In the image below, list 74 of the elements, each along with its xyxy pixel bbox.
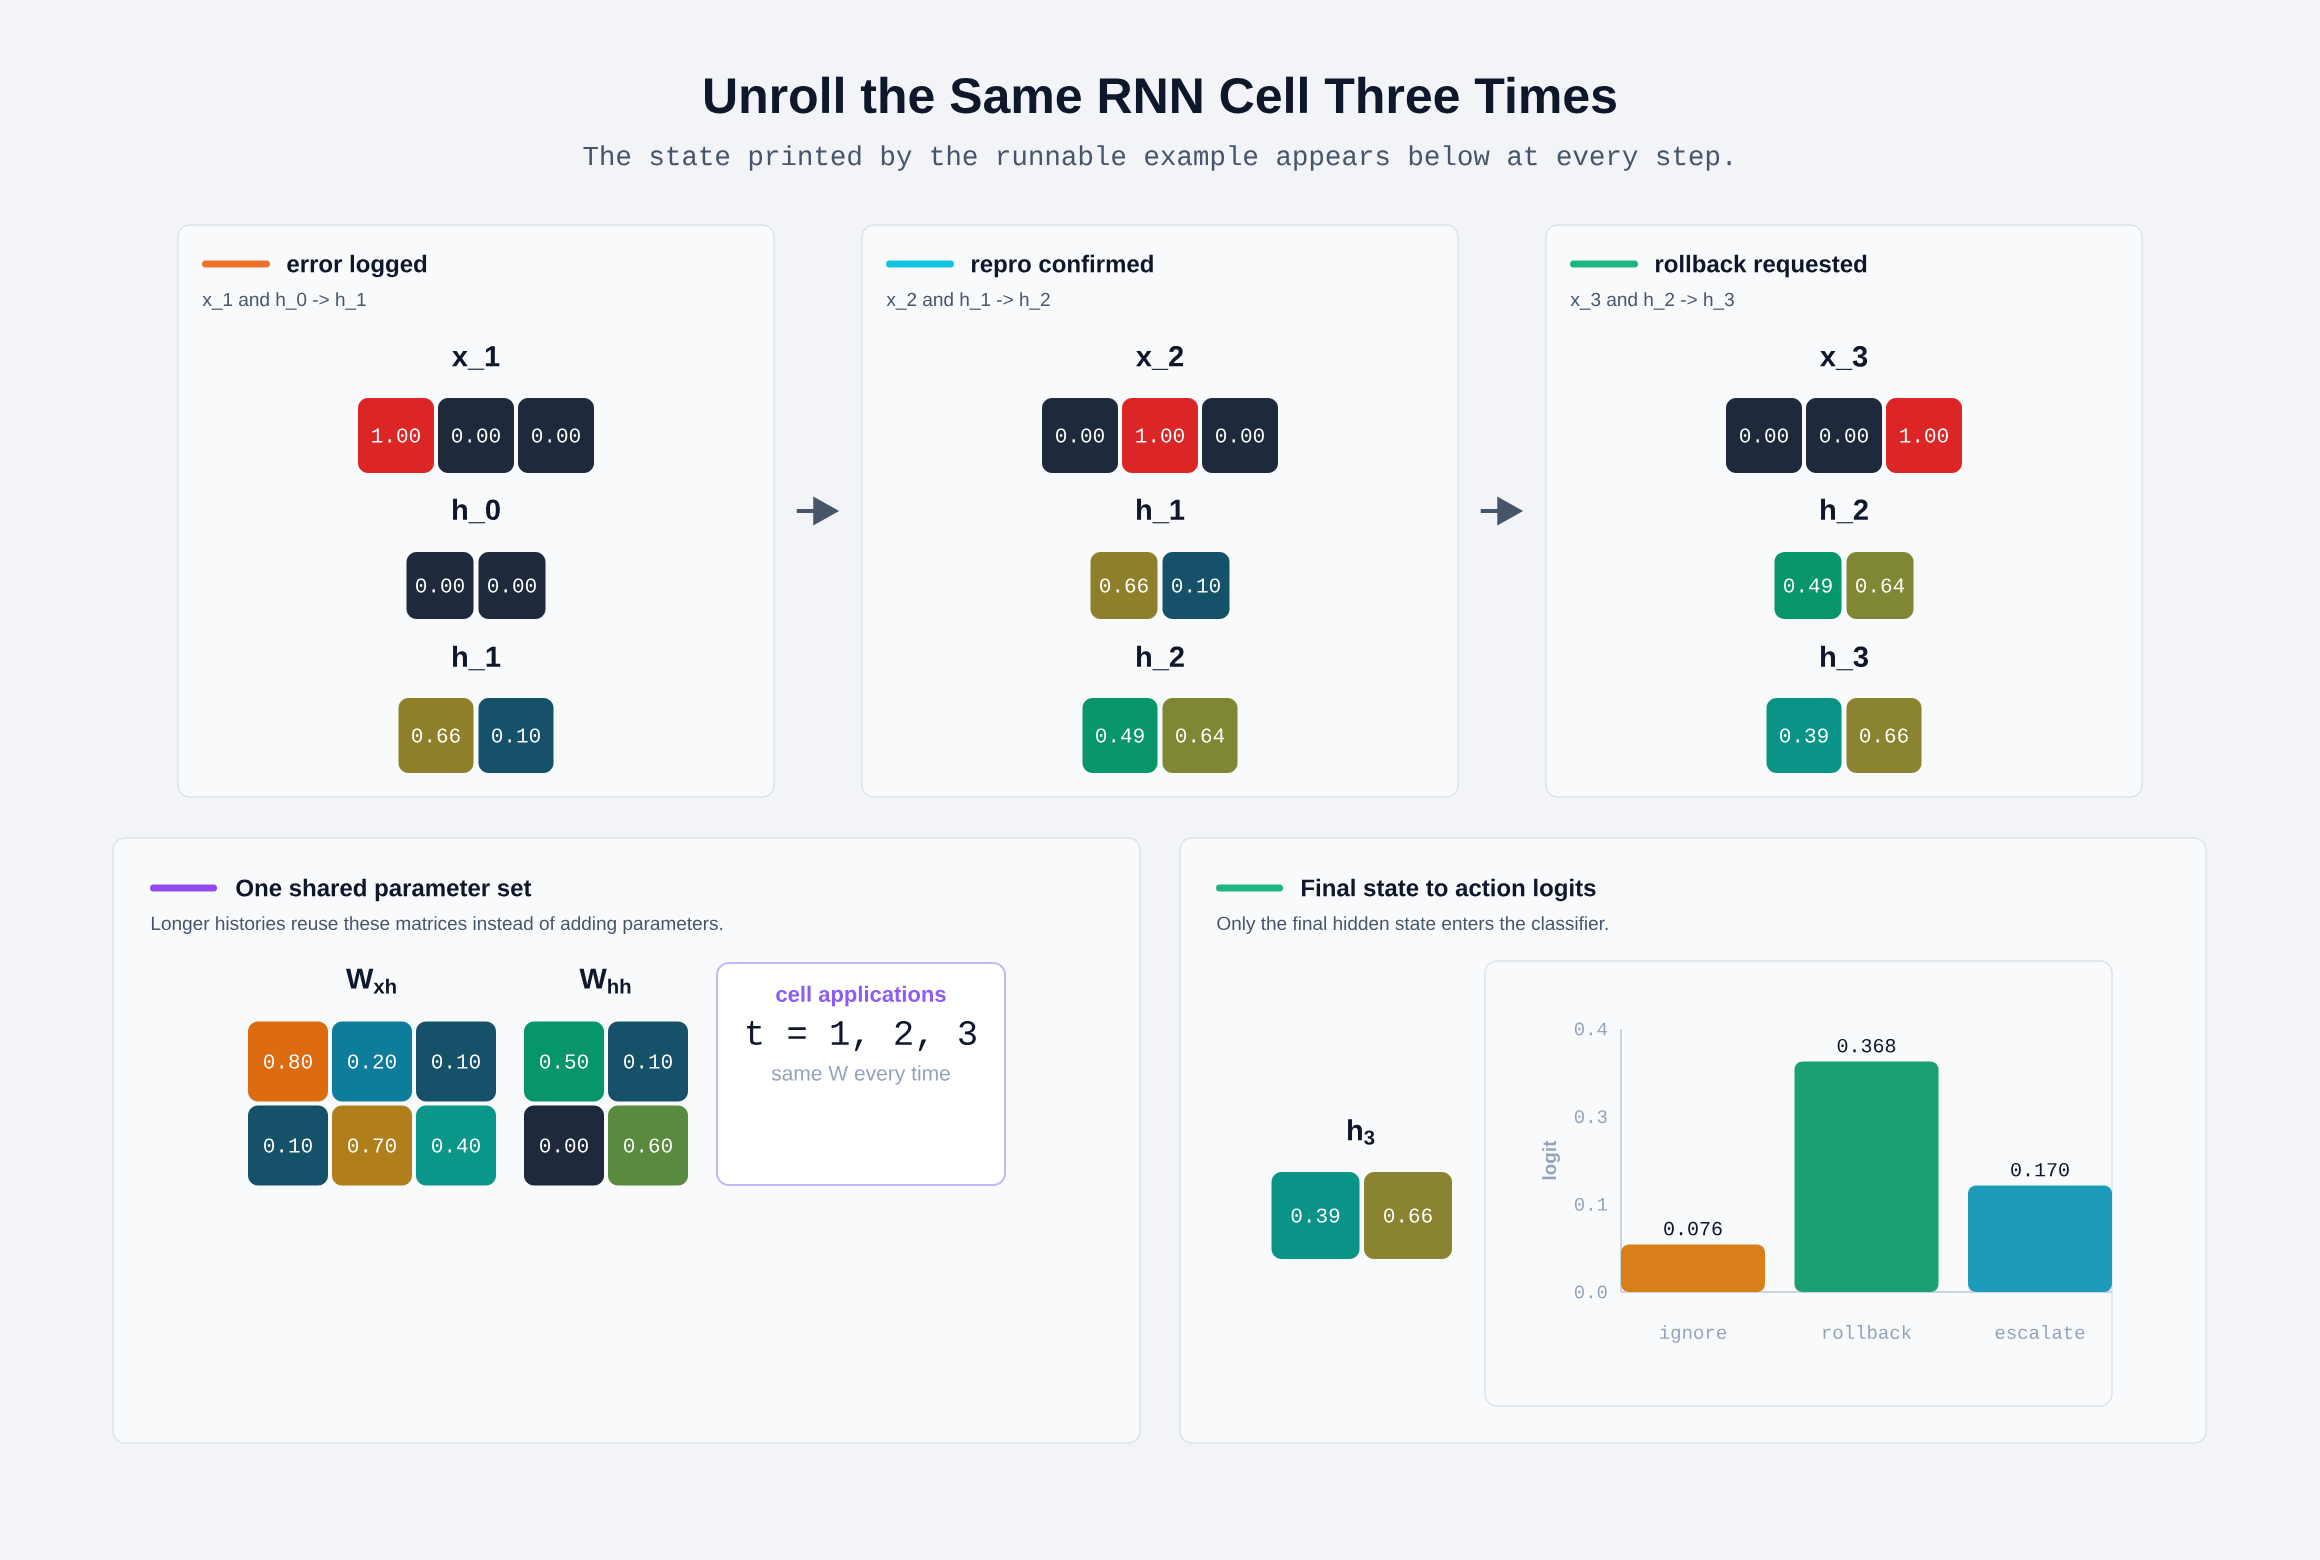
panel-heading: One shared parameter set	[236, 878, 532, 902]
matrix-cell: 0.80	[248, 1021, 328, 1102]
value-cell: 0.39	[1271, 1172, 1360, 1259]
formula: t = 1, 2, 3	[747, 1021, 976, 1052]
value-cell: 0.64	[1162, 698, 1238, 773]
value-cell: 1.00	[1122, 398, 1198, 473]
value-cell: 0.66	[1846, 698, 1922, 773]
value-cell: 0.64	[1846, 552, 1914, 619]
data-label: 0.076	[1664, 1221, 1722, 1236]
matrix-cell: 0.50	[524, 1021, 604, 1102]
data-label: 0.170	[2011, 1162, 2069, 1177]
matrix-cell: 0.20	[332, 1021, 412, 1102]
x-tick-label: rollback	[1823, 1325, 1912, 1340]
vector-label: x_3	[1820, 346, 1868, 370]
panel-subtitle: x_2 and h_1 -> h_2	[886, 292, 1050, 310]
value-cell: 0.00	[406, 552, 474, 619]
bar	[1621, 1244, 1766, 1293]
value-cell: 0.00	[438, 398, 514, 473]
matrix-cell: 0.10	[416, 1021, 496, 1102]
subtitle: The state printed by the runnable example appears below at every step.	[583, 145, 1731, 171]
panel-subtitle: x_1 and h_0 -> h_1	[202, 292, 366, 310]
value-cell: 0.00	[518, 398, 594, 473]
value-cell: 0.49	[1082, 698, 1158, 773]
panel-heading: repro confirmed	[972, 254, 1153, 278]
value-cell: 0.66	[1364, 1172, 1452, 1259]
value-cell: 0.49	[1774, 552, 1842, 619]
vector-label: x_1	[452, 346, 500, 370]
bar	[1968, 1185, 2113, 1293]
value-cell: 1.00	[1886, 398, 1962, 473]
matrix-cell: 0.10	[608, 1021, 688, 1102]
card-note: same W every time	[771, 1065, 950, 1085]
y-tick-label: 0.1	[1574, 1197, 1608, 1211]
bar	[1794, 1061, 1939, 1293]
vector-label: h_3	[1821, 645, 1868, 671]
data-label: 0.368	[1837, 1038, 1896, 1053]
x-tick-label: escalate	[1995, 1325, 2085, 1340]
matrix-cell: 0.10	[248, 1105, 328, 1186]
value-cell: 0.00	[1806, 398, 1882, 473]
vector-label: h_0	[453, 498, 500, 524]
value-cell: 0.66	[1090, 552, 1158, 619]
y-tick-label: 0.3	[1574, 1110, 1607, 1124]
vector-label: h$_{3}$	[1348, 1119, 1375, 1145]
value-cell: 0.00	[1202, 398, 1278, 473]
value-cell: 0.10	[1162, 552, 1230, 619]
y-tick-label: 0.4	[1574, 1022, 1607, 1036]
panel-heading: error logged	[287, 254, 427, 278]
panel-subtitle: x_3 and h_2 -> h_3	[1570, 292, 1734, 310]
value-cell: 0.00	[1042, 398, 1118, 473]
panel-heading: Final state to action logits	[1302, 878, 1596, 902]
matrix-cell: 0.60	[608, 1105, 688, 1186]
x-tick-label: ignore	[1660, 1325, 1726, 1343]
panel-subtitle: Longer histories reuse these matrices instead of adding parameters.	[151, 916, 723, 934]
vector-label: W$_{hh}$	[579, 968, 631, 994]
value-cell: 0.39	[1766, 698, 1842, 773]
panel-heading: rollback requested	[1656, 254, 1867, 278]
matrix-cell: 0.70	[332, 1105, 412, 1186]
value-cell: 0.00	[478, 552, 546, 619]
value-cell: 1.00	[358, 398, 434, 473]
matrix-cell: 0.00	[524, 1105, 604, 1186]
card-heading: cell applications	[776, 985, 946, 1007]
panel-subtitle: Only the final hidden state enters the classifier.	[1217, 916, 1608, 934]
matrix-cell: 0.40	[416, 1105, 496, 1186]
value-cell: 0.10	[478, 698, 554, 773]
value-cell: 0.66	[398, 698, 474, 773]
y-axis-title: logit	[1542, 1140, 1560, 1180]
vector-label: x_2	[1136, 346, 1184, 370]
vector-label: h_1	[1137, 498, 1185, 524]
vector-label: W$_{xh}$	[346, 968, 396, 994]
value-cell: 0.00	[1726, 398, 1802, 473]
vector-label: h_2	[1137, 645, 1184, 671]
vector-label: h_1	[453, 645, 501, 671]
y-tick-label: 0.0	[1574, 1285, 1607, 1299]
vector-label: h_2	[1821, 498, 1868, 524]
title: Unroll the Same RNN Cell Three Times	[705, 76, 1616, 114]
